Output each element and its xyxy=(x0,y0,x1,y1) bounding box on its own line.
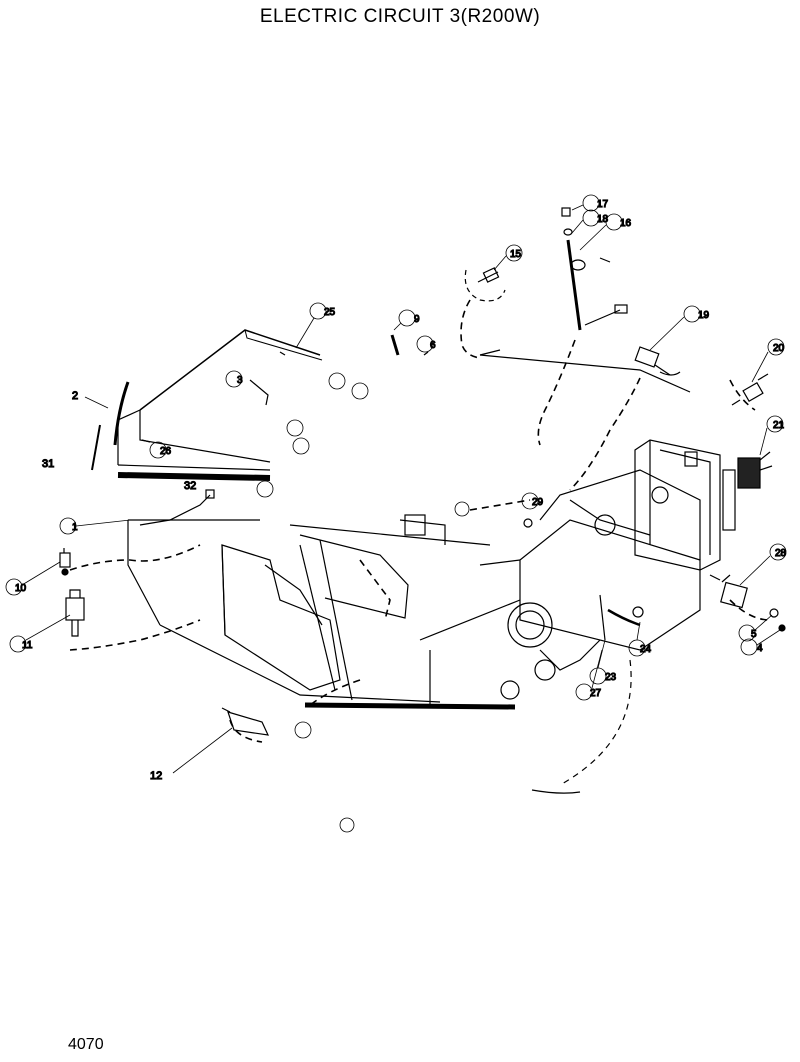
washer-29 xyxy=(523,518,533,528)
callout-6: 6 xyxy=(430,340,436,351)
clamp-6 xyxy=(423,351,429,356)
callout-1: 1 xyxy=(72,522,78,533)
callout-10: 10 xyxy=(15,583,27,594)
sensor-12 xyxy=(221,707,270,736)
battery-tray xyxy=(221,544,341,691)
connector-28 xyxy=(709,574,786,632)
callout-12: 12 xyxy=(150,770,162,782)
cable-25 xyxy=(279,351,286,356)
sensor-15 xyxy=(464,267,506,302)
bracket-32 xyxy=(205,489,215,499)
level-gauge-assembly xyxy=(561,207,628,331)
switch-19 xyxy=(634,346,681,376)
bracket-3 xyxy=(249,379,269,406)
bracket-32-link xyxy=(139,494,211,526)
callout-15: 15 xyxy=(510,249,522,260)
callout-17: 17 xyxy=(597,199,609,210)
callout-4: 4 xyxy=(757,643,763,654)
callout-27: 27 xyxy=(590,688,602,699)
control-unit-box xyxy=(299,514,446,619)
connector-26 xyxy=(141,439,151,443)
callout-28: 28 xyxy=(775,548,787,559)
callout-2: 2 xyxy=(72,390,78,402)
callout-20: 20 xyxy=(773,343,785,354)
panel-edge-strip xyxy=(91,381,130,471)
callout-balloons xyxy=(5,194,787,774)
pressure-switch-11 xyxy=(65,589,85,637)
callout-18: 18 xyxy=(597,214,609,225)
callout-29: 29 xyxy=(532,497,544,508)
callout-21: 21 xyxy=(773,420,785,431)
callout-24: 24 xyxy=(640,644,652,655)
callout-9: 9 xyxy=(414,314,420,325)
harness-23-24 xyxy=(599,594,644,641)
sensor-10 xyxy=(59,548,71,576)
callout-11: 11 xyxy=(22,640,33,651)
engine-block xyxy=(479,469,701,700)
relay-21 xyxy=(737,451,773,489)
rod-9 xyxy=(390,334,400,356)
harness-arc xyxy=(559,659,632,786)
callout-23: 23 xyxy=(605,672,617,683)
callout-16: 16 xyxy=(620,218,632,229)
callout-26: 26 xyxy=(160,446,172,457)
sender-20 xyxy=(731,373,769,406)
engine-cover-panel xyxy=(117,329,323,481)
radiator xyxy=(634,439,736,571)
page-number: 4070 xyxy=(68,1036,104,1053)
reference-circles xyxy=(256,372,470,833)
callout-31: 31 xyxy=(42,458,54,470)
callout-5: 5 xyxy=(751,629,757,640)
callout-19: 19 xyxy=(698,310,710,321)
callout-25: 25 xyxy=(324,307,336,318)
callout-3: 3 xyxy=(237,375,243,386)
callout-32: 32 xyxy=(184,480,196,492)
main-frame xyxy=(127,349,691,710)
harness-arc-end xyxy=(531,789,581,794)
wiring-harness xyxy=(69,299,771,743)
page-title: ELECTRIC CIRCUIT 3(R200W) xyxy=(259,6,541,27)
